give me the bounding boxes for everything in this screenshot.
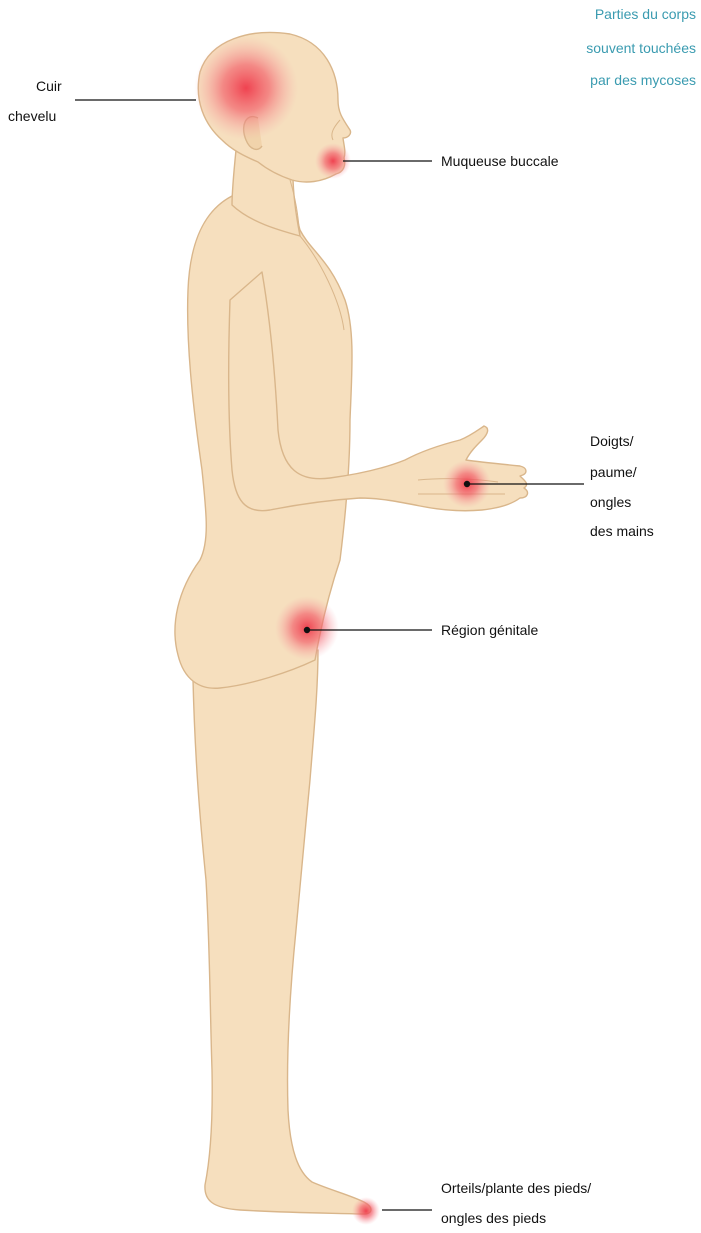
hand-leader-dot: [464, 481, 469, 486]
label-mouth: Muqueuse buccale: [441, 153, 559, 169]
label-scalp-line-1: Cuir: [36, 78, 62, 94]
label-feet-line-1: Orteils/plante des pieds/: [441, 1180, 591, 1196]
diagram-title-line-3: par des mycoses: [590, 72, 696, 88]
label-feet-line-2: ongles des pieds: [441, 1210, 546, 1226]
label-hand-line-1: Doigts/: [590, 433, 634, 449]
diagram-title-line-2: souvent touchées: [586, 40, 696, 56]
label-hand-line-4: des mains: [590, 523, 654, 539]
label-scalp-line-2: chevelu: [8, 108, 56, 124]
diagram-title-line-1: Parties du corps: [595, 6, 696, 22]
label-genital: Région génitale: [441, 622, 538, 638]
label-hand-line-2: paume/: [590, 464, 637, 480]
genital-leader-dot: [304, 627, 309, 632]
label-hand-line-3: ongles: [590, 494, 631, 510]
scalp-spot: [194, 36, 298, 140]
foot-spot: [352, 1197, 380, 1225]
leg-silhouette: [193, 650, 371, 1214]
leader-lines: [75, 100, 584, 1210]
